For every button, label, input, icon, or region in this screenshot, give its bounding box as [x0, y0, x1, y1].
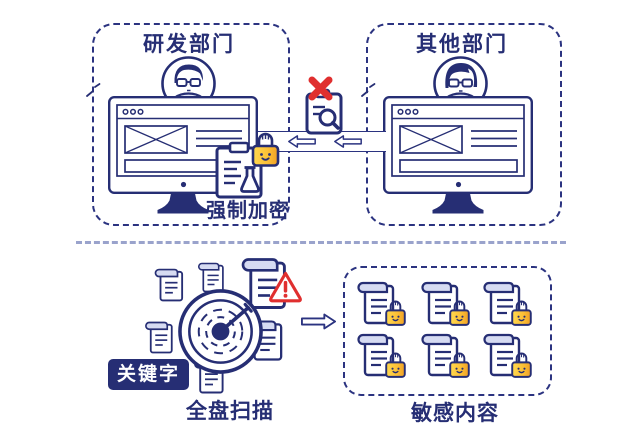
- smiley-lock-icon: [250, 127, 281, 168]
- arrow-right-icon: [301, 313, 336, 330]
- flask-icon: [240, 166, 260, 193]
- locked-document-icon: [356, 333, 408, 380]
- keyword-badge: 关键字: [108, 359, 189, 390]
- sensitive-label: 敏感内容: [411, 402, 499, 425]
- locked-document-icon: [482, 333, 534, 380]
- clipboard-flask-icon: [215, 141, 263, 199]
- sensitive-content-panel: [343, 266, 552, 396]
- other-department-title: 其他部门: [416, 33, 508, 56]
- locked-document-icon: [420, 333, 472, 380]
- locked-document-icon: [482, 281, 534, 328]
- other-department-panel: [366, 23, 562, 226]
- section-divider: [76, 241, 566, 244]
- locked-document-icon: [356, 281, 408, 328]
- sparkle-icon-left: [86, 83, 101, 97]
- locked-document-icon: [420, 281, 472, 328]
- encrypt-label: 强制加密: [206, 200, 290, 222]
- rd-department-panel: [92, 23, 290, 226]
- other-monitor-icon: [383, 96, 533, 214]
- arrow-left-icon: [334, 135, 362, 148]
- arrow-left-icon: [288, 135, 316, 148]
- sparkle-icon-right: [361, 83, 376, 97]
- blocked-x-icon: [308, 76, 333, 101]
- search-document-icon: [305, 76, 343, 135]
- warning-triangle-icon: [269, 271, 302, 303]
- radar-scan-icon: [178, 289, 263, 374]
- rd-department-title: 研发部门: [143, 33, 235, 56]
- scan-label: 全盘扫描: [186, 400, 274, 423]
- document-icon: [144, 321, 173, 354]
